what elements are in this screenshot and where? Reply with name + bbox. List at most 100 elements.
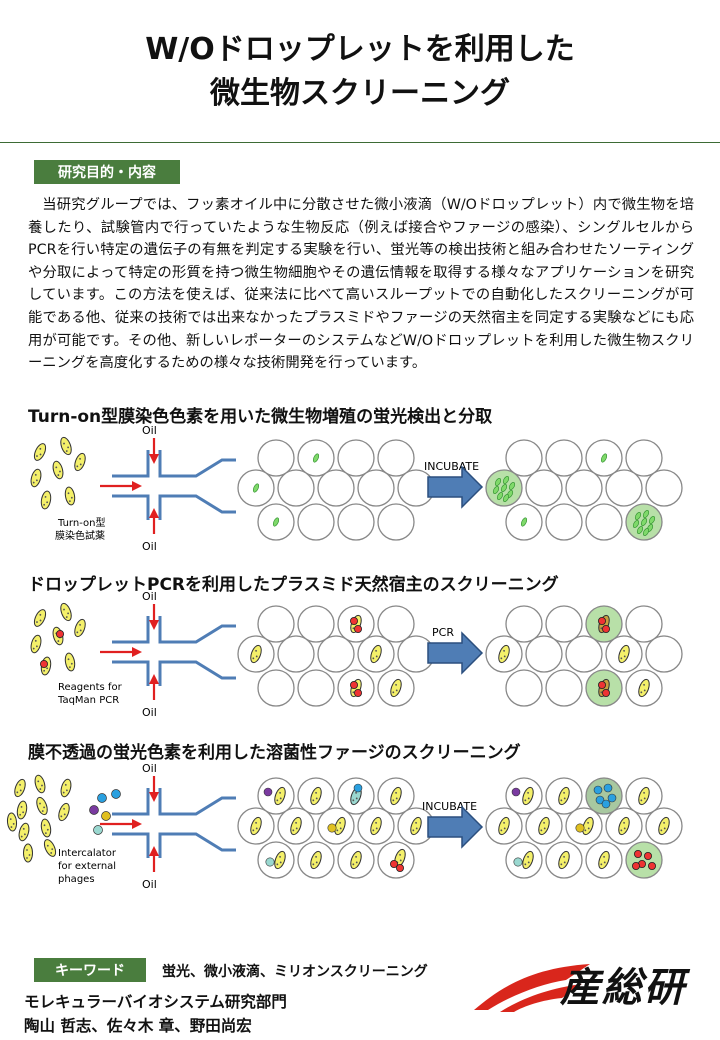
section-1-bacteria <box>30 436 86 510</box>
droplet <box>377 439 415 477</box>
phage-icon <box>89 805 99 815</box>
droplet <box>565 469 603 507</box>
phage-icon <box>97 793 107 803</box>
droplet <box>317 469 355 507</box>
section-1-droplets-before <box>237 439 435 541</box>
bacterium-icon <box>30 468 42 488</box>
pcr-probe-icon <box>644 852 653 861</box>
title-line-2: 微生物スクリーニング <box>210 76 510 111</box>
droplet <box>585 777 623 815</box>
droplet <box>545 503 583 541</box>
droplet <box>505 669 543 707</box>
phage-icon <box>575 823 585 833</box>
droplet <box>525 469 563 507</box>
droplet <box>257 605 295 643</box>
keywords-text: 蛍光、微小液滴、ミリオンスクリーニング <box>162 964 428 980</box>
bacterium-icon <box>498 644 510 664</box>
phage-icon <box>607 793 617 803</box>
droplet <box>505 605 543 643</box>
droplet <box>525 635 563 673</box>
fluorescent-cell-icon <box>500 484 508 492</box>
pcr-probe-icon <box>349 681 358 690</box>
bacterium-icon <box>34 774 46 794</box>
phage-icon <box>265 857 275 867</box>
section-2-step-label: PCR <box>432 626 454 639</box>
fluorescent-cell-icon <box>520 517 528 527</box>
droplet <box>545 669 583 707</box>
section-1-step-label: INCUBATE <box>424 460 479 473</box>
phage-icon <box>595 795 605 805</box>
bacterium-icon <box>598 850 610 870</box>
phage-icon <box>101 811 111 821</box>
droplet <box>257 669 295 707</box>
droplet <box>545 439 583 477</box>
phage-icon <box>511 787 521 797</box>
droplet <box>605 469 643 507</box>
fluorescent-cell-icon <box>642 510 650 518</box>
bacterium-icon <box>390 786 402 806</box>
fluorescent-cell-icon <box>496 492 504 500</box>
bacterium-icon <box>638 678 650 698</box>
pcr-probe-icon <box>353 689 362 698</box>
fluorescent-cell-icon <box>502 494 510 502</box>
droplet <box>585 503 623 541</box>
section-2-channel <box>100 604 236 700</box>
fluorescent-cell-icon <box>312 453 320 463</box>
section-1-oil-bottom: Oil <box>142 540 157 553</box>
fluorescent-cell-icon <box>632 520 640 528</box>
fluorescent-cell-icon <box>252 483 260 493</box>
bacterium-icon <box>370 644 382 664</box>
section-2-step-arrow <box>427 631 484 675</box>
header-divider <box>0 142 720 143</box>
pcr-probe-icon <box>602 689 611 698</box>
section-2-diagram: Reagents for TaqMan PCR Oil Oil PCR <box>30 590 683 719</box>
phage-icon <box>327 823 337 833</box>
bacterium-icon <box>30 634 42 654</box>
section-2-title: ドロップレットPCRを利用したプラスミド天然宿主のスクリーニング <box>28 575 559 595</box>
bacterium-icon <box>390 678 402 698</box>
intro-badge: 研究目的・内容 <box>34 160 180 184</box>
section-2-reagent-line1: Reagents for <box>58 682 123 693</box>
bacterium-icon <box>498 816 510 836</box>
droplet <box>277 635 315 673</box>
droplet <box>625 841 663 879</box>
pcr-probe-icon <box>395 864 404 873</box>
bacterium-icon <box>334 816 346 836</box>
bacterium-icon <box>538 816 550 836</box>
pcr-probe-icon <box>602 625 611 634</box>
pcr-probe-icon <box>56 630 65 639</box>
aist-logo-text: 産総研 <box>560 965 686 1011</box>
bacterium-icon <box>638 786 650 806</box>
bacterium-icon <box>23 843 33 863</box>
bacterium-icon <box>522 786 534 806</box>
bacterium-icon <box>274 850 286 870</box>
pcr-probe-icon <box>634 850 643 859</box>
droplet <box>297 605 335 643</box>
bacterium-icon <box>618 644 630 664</box>
bacterium-icon <box>64 486 76 506</box>
droplet <box>277 469 315 507</box>
section-3-step-label: INCUBATE <box>422 800 477 813</box>
phage-icon <box>603 783 613 793</box>
section-3-step-arrow <box>427 805 484 849</box>
pcr-probe-icon <box>598 681 607 690</box>
bacterium-icon <box>250 816 262 836</box>
fluorescent-cell-icon <box>272 517 280 527</box>
section-2-reagent-line2: TaqMan PCR <box>57 695 119 706</box>
droplet <box>337 439 375 477</box>
section-2-oil-bottom: Oil <box>142 706 157 719</box>
phage-icon <box>93 825 103 835</box>
department-name: モレキュラーバイオシステム研究部門 <box>24 993 287 1011</box>
section-1-title: Turn-on型膜染色色素を用いた微生物増殖の蛍光検出と分取 <box>28 407 493 427</box>
phage-icon <box>111 789 121 799</box>
droplet <box>625 439 663 477</box>
bacterium-icon <box>58 802 70 822</box>
bacterium-icon <box>60 778 72 798</box>
phage-icon <box>593 785 603 795</box>
section-3-oil-bottom: Oil <box>142 878 157 891</box>
bacterium-icon <box>36 796 48 816</box>
section-3-oil-top: Oil <box>142 762 157 775</box>
section-2-droplets-after <box>485 605 683 707</box>
section-1-reagent-line2: 膜染色試薬 <box>55 529 105 542</box>
phage-icon <box>353 783 363 793</box>
